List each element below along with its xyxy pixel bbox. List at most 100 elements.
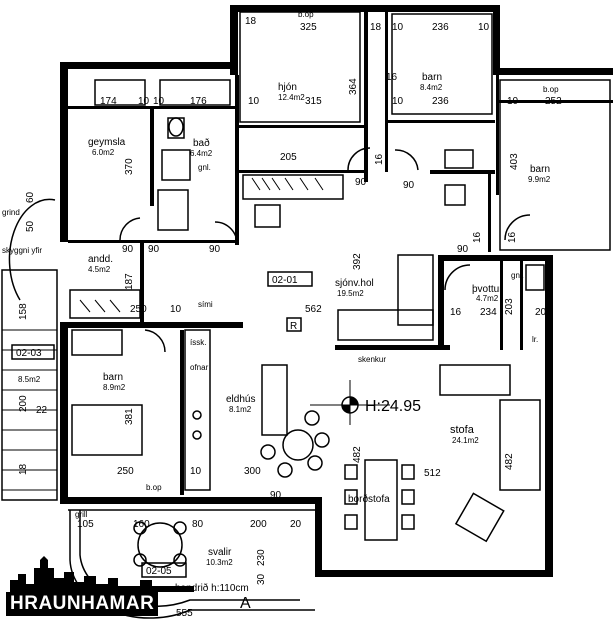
dim-16c: 16 [507, 231, 518, 243]
bop-right-label: b.op [543, 85, 559, 94]
dim-562: 562 [305, 304, 322, 315]
dim-236b: 236 [432, 96, 449, 107]
dim-325: 325 [300, 22, 317, 33]
bop-top-label: b.op [298, 10, 314, 19]
dim-10b: 10 [478, 22, 490, 33]
dim-381: 381 [124, 408, 135, 425]
skyggni-label: skyggni yfir [2, 246, 42, 255]
room-barn2-name: barn [530, 164, 550, 175]
dim-30: 30 [256, 573, 267, 585]
dim-18a: 18 [245, 16, 257, 27]
dim-187: 187 [124, 273, 135, 290]
room-sjonvhol-name: sjónv.hol [335, 278, 374, 289]
exterior-walls [60, 5, 613, 577]
room-hjon-area: 12.4m2 [278, 93, 305, 102]
room-eldhus-name: eldhús [226, 394, 255, 405]
dim-160: 160 [133, 519, 150, 530]
dim-230: 230 [256, 549, 267, 566]
dim-60: 60 [25, 191, 36, 203]
skenkur-label: skenkur [358, 355, 386, 364]
dim-50: 50 [25, 220, 36, 232]
dim-250b: 250 [117, 466, 134, 477]
ofnar-label: ofnar [190, 363, 209, 372]
dim-512: 512 [424, 468, 441, 479]
dim-300: 300 [244, 466, 261, 477]
dim-482a: 482 [352, 446, 363, 463]
grind-label: grind [2, 208, 20, 217]
room-svalir-name: svalir [208, 547, 232, 558]
room-bad-name: bað [193, 137, 210, 149]
dim-16b: 16 [472, 231, 483, 243]
room-barn1-name: barn [422, 72, 442, 83]
elevation-label: H:24.95 [365, 398, 421, 415]
room-barn1-area: 8.4m2 [420, 83, 443, 92]
dim-236a: 236 [432, 22, 449, 33]
room-labels: hjón 12.4m2 barn 8.4m2 barn 9.9m2 geymsl… [88, 72, 551, 567]
dim-364: 364 [348, 78, 359, 95]
dim-10h: 10 [170, 304, 182, 315]
dimension-labels: 325 18 18 10 236 10 174 10 10 176 10 315… [18, 16, 562, 619]
room-barn3-area: 8.9m2 [103, 383, 126, 392]
dim-10g: 10 [507, 96, 519, 107]
room-hjon-name: hjón [278, 82, 297, 93]
room-bordstofa-name: borðstofa [348, 493, 390, 505]
room-geymsla-area: 6.0m2 [92, 148, 115, 157]
dim-203: 203 [504, 298, 515, 315]
dim-16d: 16 [450, 307, 462, 318]
room-geymsla-name: geymsla [88, 137, 126, 148]
logo-text: HRAUNHAMAR [6, 592, 159, 616]
room-stofa-area: 24.1m2 [452, 436, 479, 445]
dim-10e: 10 [248, 96, 260, 107]
dim-105: 105 [77, 519, 94, 530]
bop-bottom-label: b.op [146, 483, 162, 492]
room-eldhus-area: 8.1m2 [229, 405, 252, 414]
logo-skyline [10, 556, 194, 592]
room-sjonvhol-area: 19.5m2 [337, 289, 364, 298]
room-andd-area: 4.5m2 [88, 265, 111, 274]
a-mark-label: A [240, 595, 251, 612]
dim-174: 174 [100, 96, 117, 107]
interior-walls [68, 12, 613, 495]
dim-234: 234 [480, 307, 497, 318]
dim-90c: 90 [122, 244, 134, 255]
gnl2-label: gnl. [511, 271, 524, 280]
dim-392: 392 [352, 253, 363, 270]
dim-10d: 10 [153, 96, 165, 107]
dim-10i: 10 [190, 466, 202, 477]
room-svalir-area: 10.3m2 [206, 558, 233, 567]
dim-10c: 10 [138, 96, 150, 107]
dim-158: 158 [18, 303, 29, 320]
dim-18b: 18 [370, 22, 382, 33]
dim-90g: 90 [270, 490, 282, 501]
dim-370: 370 [124, 158, 135, 175]
grill-label: grill [75, 510, 88, 519]
room-barn3-name: barn [103, 372, 123, 383]
dim-403: 403 [509, 153, 520, 170]
dim-16a: 16 [374, 153, 385, 165]
isk-label: íssk. [190, 338, 206, 347]
room-andd-name: andd. [88, 254, 113, 265]
dim-200: 200 [18, 395, 29, 412]
dim-20: 20 [535, 307, 547, 318]
unit-id-main: 02-01 [272, 275, 298, 286]
dim-90f: 90 [457, 244, 469, 255]
simi-label: sími [198, 300, 213, 309]
room-thvottur-area: 4.7m2 [476, 294, 499, 303]
dim-90d: 90 [148, 244, 160, 255]
dim-90e: 90 [209, 244, 221, 255]
dim-20b: 20 [290, 519, 302, 530]
r-mark-label: R [290, 321, 297, 332]
dim-205: 205 [280, 152, 297, 163]
dim-252: 252 [545, 96, 562, 107]
unit-id-balcony: 02-05 [146, 566, 172, 577]
left-area-label: 8.5m2 [18, 375, 41, 384]
dim-22: 22 [36, 405, 48, 416]
dim-10f: 10 [392, 96, 404, 107]
unit-id-left: 02-03 [16, 348, 42, 359]
dim-482b: 482 [504, 453, 515, 470]
dim-250a: 250 [130, 304, 147, 315]
room-stofa-name: stofa [450, 424, 475, 436]
dim-200b: 200 [250, 519, 267, 530]
dim-315: 315 [305, 96, 322, 107]
